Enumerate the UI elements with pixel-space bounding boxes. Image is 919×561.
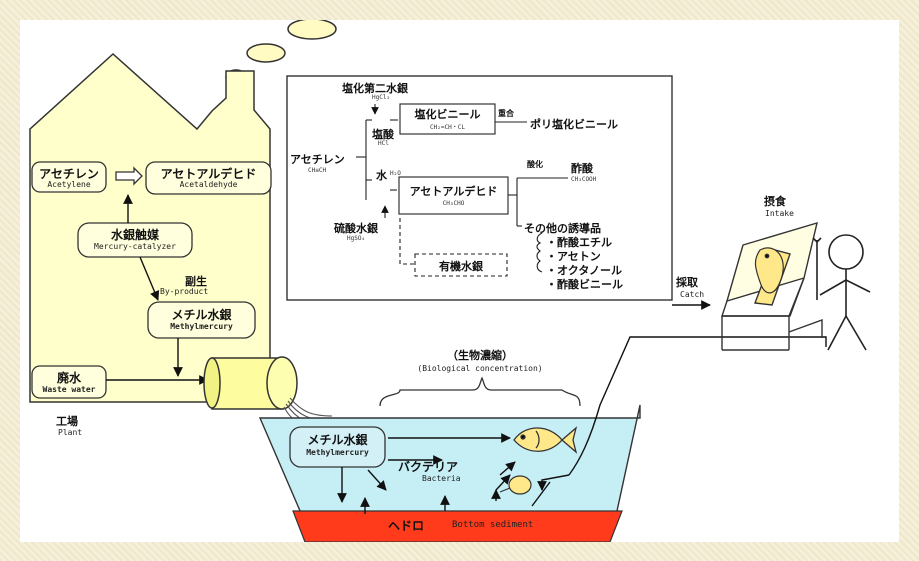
hydrochloric-acid-label: 塩酸 bbox=[372, 128, 394, 141]
process-flow-box bbox=[286, 75, 673, 301]
sediment-layer bbox=[292, 510, 623, 542]
catalyst-label: 水銀触媒 bbox=[110, 228, 159, 242]
derivatives-title: その他の誘導品 bbox=[524, 222, 601, 235]
byproduct-en-label: By-product bbox=[160, 287, 209, 296]
catch-en-label: Catch bbox=[680, 290, 705, 299]
vinyl-chloride-formula: CH₂=CH・CL bbox=[430, 124, 465, 131]
organic-mercury-label: 有機水銀 bbox=[439, 260, 483, 273]
polymerization-label: 重合 bbox=[498, 109, 514, 118]
plant-label: 工場 bbox=[56, 415, 78, 428]
shellfish-icon bbox=[499, 475, 532, 495]
catalyst-box bbox=[77, 222, 193, 258]
acetic-acid-label: 酢酸 bbox=[571, 162, 593, 175]
acetaldehyde-label: アセトアルデヒド bbox=[160, 167, 257, 181]
vinyl-chloride-box bbox=[399, 103, 496, 135]
catalyst-en-label: Mercury-catalyzer bbox=[94, 242, 176, 251]
methylmercury-bay-box bbox=[289, 426, 386, 468]
pvc-label: ポリ塩化ビニール bbox=[530, 118, 618, 131]
acetylene-en-label: Acetylene bbox=[47, 180, 91, 189]
acetaldehyde-process-label: アセトアルデヒド bbox=[409, 185, 498, 198]
intake-label: 摂食 bbox=[764, 195, 786, 208]
drain-pipe bbox=[203, 356, 298, 410]
wastewater-box bbox=[31, 365, 107, 399]
derivative-item: ・酢酸ビニール bbox=[546, 278, 623, 291]
mercuric-chloride-label: 塩化第二水銀 bbox=[342, 82, 408, 95]
wastewater-label: 廃水 bbox=[56, 371, 81, 385]
derivative-item: ・酢酸エチル bbox=[546, 236, 612, 249]
catch-label: 採取 bbox=[676, 276, 698, 289]
organic-mercury-box bbox=[414, 253, 508, 277]
sediment-en-label: Bottom sediment bbox=[452, 520, 534, 530]
bioconcentration-label: （生物濃縮） bbox=[447, 349, 513, 362]
water-formula: H₂O bbox=[390, 170, 401, 177]
brace-icon bbox=[379, 376, 581, 407]
derivative-item: ・オクタノール bbox=[546, 264, 623, 277]
acetaldehyde-process-formula: CH₃CHO bbox=[442, 200, 465, 207]
reaction-arrow-icon bbox=[115, 166, 143, 186]
intake-en-label: Intake bbox=[765, 209, 794, 218]
acetaldehyde-box bbox=[145, 161, 272, 195]
water-label: 水 bbox=[376, 169, 387, 182]
mercuric-chloride-formula: HgCl₂ bbox=[372, 94, 391, 101]
hydrochloric-acid-formula: HCl bbox=[378, 140, 389, 147]
byproduct-label: 副生 bbox=[185, 275, 207, 288]
diagram-graphics bbox=[29, 20, 871, 542]
wastewater-en-label: Waste water bbox=[42, 385, 96, 394]
acetylene-label: アセチレン bbox=[39, 167, 99, 181]
person-icon bbox=[812, 234, 871, 351]
fish-icon bbox=[513, 426, 578, 454]
oxidation-label: 酸化 bbox=[527, 160, 543, 169]
vinyl-chloride-label: 塩化ビニール bbox=[414, 108, 481, 121]
process-acetylene-formula: CH≡CH bbox=[308, 167, 327, 174]
bioconcentration-en-label: (Biological concentration) bbox=[417, 364, 543, 373]
plant-en-label: Plant bbox=[58, 428, 83, 437]
bacteria-en-label: Bacteria bbox=[422, 474, 461, 483]
methylmercury-bay-label: メチル水銀 bbox=[307, 433, 368, 447]
methylmercury-factory-en-label: Methylmercury bbox=[170, 322, 233, 331]
mercuric-sulfate-label: 硫酸水銀 bbox=[334, 222, 378, 235]
methylmercury-factory-box bbox=[147, 301, 256, 339]
bacteria-label: バクテリア bbox=[398, 460, 459, 474]
acetaldehyde-en-label: Acetaldehyde bbox=[179, 180, 238, 189]
mercuric-sulfate-formula: HgSO₄ bbox=[347, 235, 366, 242]
diagram-canvas: アセチレン Acetylene アセトアルデヒド Acetaldehyde 水銀… bbox=[20, 20, 899, 542]
process-acetylene-label: アセチレン bbox=[290, 153, 345, 166]
display-fish-icon bbox=[754, 247, 784, 294]
sediment-label: ヘドロ bbox=[388, 519, 425, 533]
methylmercury-factory-label: メチル水銀 bbox=[171, 308, 232, 322]
derivative-item: ・アセトン bbox=[546, 250, 601, 263]
acetylene-box bbox=[31, 161, 107, 193]
acetic-acid-formula: CH₃COOH bbox=[571, 176, 597, 183]
methylmercury-bay-en-label: Methylmercury bbox=[306, 448, 369, 457]
